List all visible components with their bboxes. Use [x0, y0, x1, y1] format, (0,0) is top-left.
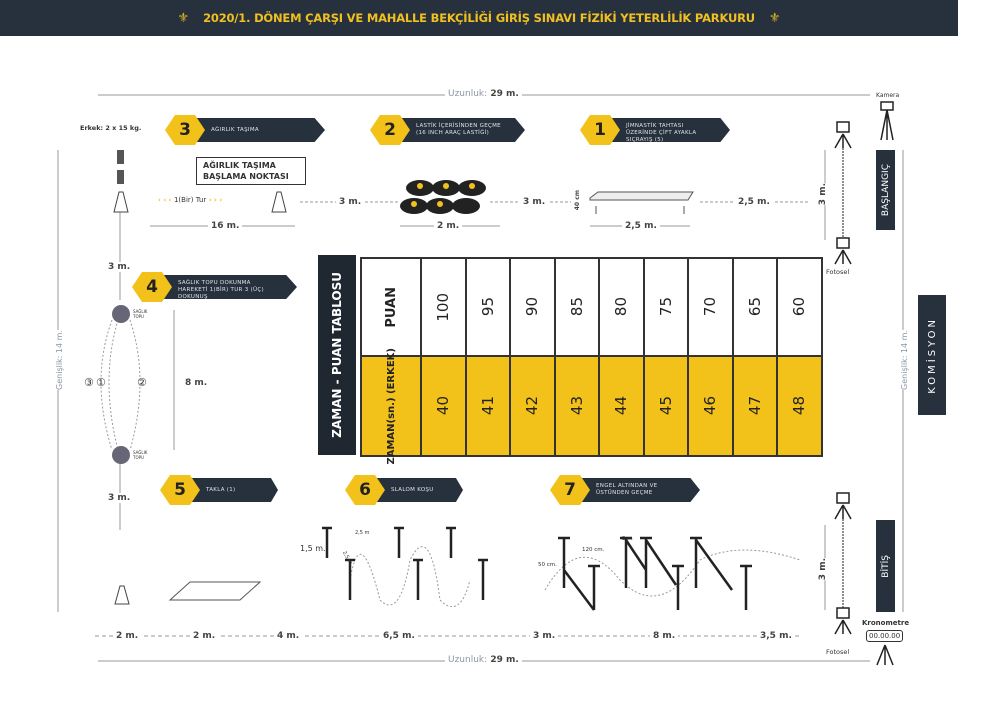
emblem-icon: ⚜ [768, 10, 781, 26]
time-cell: 44 [599, 356, 644, 456]
photocell-label: Fotosel [826, 268, 850, 276]
dim-bottom: 2 m. [190, 631, 219, 641]
length-value: 29 m. [490, 89, 519, 99]
dim-2-5m: 2,5 m. [622, 221, 660, 231]
time-cell: 48 [777, 356, 822, 456]
table-header-points: PUAN [361, 258, 421, 356]
length-label: Uzunluk: [448, 89, 488, 99]
slalom-poles [322, 526, 488, 600]
dim-3m: 3 m. [336, 197, 365, 207]
medicine-balls [112, 305, 130, 464]
weights [117, 150, 124, 184]
points-cell: 70 [688, 258, 733, 356]
dim-2m: 2 m. [434, 221, 463, 231]
chronometer-label: Kronometre [862, 619, 910, 627]
dim-bottom: 3,5 m. [757, 631, 795, 641]
chronometer-display: 00.00.00 [866, 630, 904, 642]
dim-bottom: 4 m. [274, 631, 303, 641]
dim-50cm: 50 cm. [538, 562, 557, 568]
table-title: ZAMAN - PUAN TABLOSU [318, 255, 356, 455]
weight-label: Erkek: 2 x 15 kg. [80, 124, 142, 132]
route-2-label: ② [137, 376, 147, 389]
width-label-right: Genişlik: 14 m. [897, 330, 912, 390]
ball-label: SAĞLIK TOPU [133, 450, 148, 460]
time-cell: 45 [643, 356, 688, 456]
dim-2-5m: 2,5 m [355, 530, 370, 536]
mat [168, 581, 262, 601]
dim-3m: 3 m. [520, 197, 549, 207]
commission-box: KOMİSYON [918, 295, 946, 415]
length-label-bottom: Uzunluk: [448, 655, 488, 665]
start-box: BAŞLANGIÇ [876, 150, 895, 230]
dim-3m: 3 m. [815, 558, 831, 581]
time-cell: 40 [421, 356, 466, 456]
width-label-left: Genişlik: 14 m. [52, 330, 67, 390]
dim-16m: 16 m. [208, 221, 243, 231]
page-title: 2020/1. DÖNEM ÇARŞI VE MAHALLE BEKÇİLİĞİ… [203, 11, 755, 25]
route-1-label: ① [96, 376, 106, 389]
lap-label: ‹ ‹ ‹ 1(Bir) Tur › › › [158, 196, 223, 204]
points-cell: 75 [643, 258, 688, 356]
photocell-label: Fotosel [826, 648, 850, 656]
route-3-label: ③ [84, 376, 94, 389]
dim-40cm: 40 cm [571, 190, 584, 211]
points-cell: 60 [777, 258, 822, 356]
points-cell: 95 [465, 258, 510, 356]
points-cell: 100 [421, 258, 466, 356]
points-cell: 85 [554, 258, 599, 356]
points-cell: 90 [510, 258, 555, 356]
time-cell: 46 [688, 356, 733, 456]
dim-bottom: 3 m. [530, 631, 559, 641]
dim-8m: 8 m. [182, 378, 211, 388]
dim-bottom: 8 m. [650, 631, 679, 641]
emblem-icon: ⚜ [177, 10, 190, 26]
dim-3m: 3 m. [105, 493, 134, 503]
dim-bottom: 2 m. [113, 631, 142, 641]
cones [113, 191, 287, 605]
finish-box: BİTİŞ [876, 520, 895, 612]
dim-3m: 3 m. [105, 262, 134, 272]
time-cell: 41 [465, 356, 510, 456]
camera-label: Kamera [876, 92, 900, 99]
ball-label: SAĞLIK TOPU [133, 309, 148, 319]
points-cell: 80 [599, 258, 644, 356]
header-banner: ⚜ 2020/1. DÖNEM ÇARŞI VE MAHALLE BEKÇİLİ… [0, 0, 958, 36]
dim-3m: 3 m. [815, 183, 831, 206]
dim-120cm: 120 cm. [582, 547, 605, 553]
time-cell: 43 [554, 356, 599, 456]
time-cell: 47 [732, 356, 777, 456]
points-cell: 65 [732, 258, 777, 356]
gym-bench [589, 191, 694, 214]
table-header-time: ZAMAN(sn.) (ERKEK) [361, 348, 421, 464]
dim-1-5m: 1,5 m. [300, 544, 326, 553]
dim-2m: 2 m [622, 536, 633, 542]
dim-2-5m: 2,5 m. [735, 197, 773, 207]
length-value-bottom: 29 m. [490, 655, 519, 665]
tripods [834, 101, 894, 666]
dim-bottom: 6,5 m. [380, 631, 418, 641]
time-cell: 42 [510, 356, 555, 456]
hurdles [558, 536, 752, 611]
